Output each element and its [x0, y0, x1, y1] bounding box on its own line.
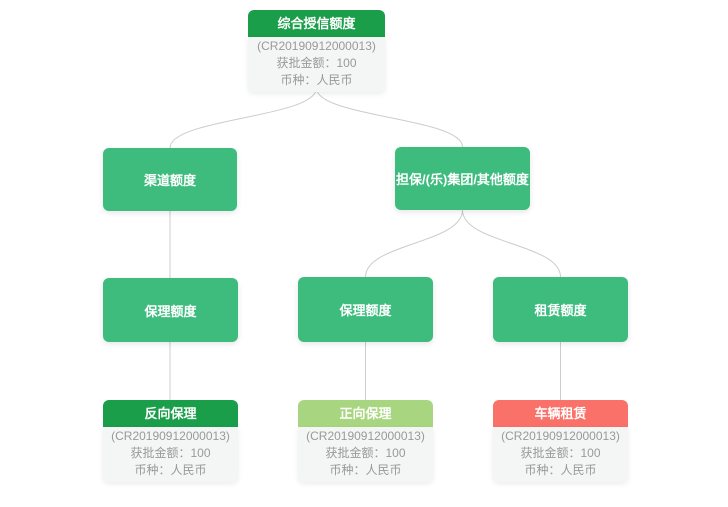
node-detail: (CR20190912000013) 获批金额：100 币种：人民币 — [298, 427, 433, 482]
node-code: (CR20190912000013) — [111, 429, 230, 443]
node-title: 保理额度 — [144, 303, 197, 319]
node-factoring-limit-left[interactable]: 保理额度 — [103, 278, 238, 342]
node-code: (CR20190912000013) — [306, 429, 425, 443]
node-currency: 币种：人民币 — [524, 463, 597, 477]
node-title: 综合授信额度 — [248, 10, 385, 37]
node-approved-amount: 获批金额：100 — [325, 446, 406, 460]
node-leasing-limit[interactable]: 租赁额度 — [493, 277, 628, 342]
node-title: 渠道额度 — [143, 173, 196, 188]
node-approved-amount: 获批金额：100 — [130, 446, 211, 460]
edge-guarantee-factoring — [365, 209, 463, 278]
node-code: (CR20190912000013) — [257, 39, 376, 53]
node-currency: 币种：人民币 — [329, 463, 402, 477]
node-reverse-factoring[interactable]: 反向保理 (CR20190912000013) 获批金额：100 币种：人民币 — [103, 400, 238, 482]
node-title: 反向保理 — [103, 400, 238, 427]
node-factoring-limit-mid[interactable]: 保理额度 — [298, 277, 433, 342]
node-currency: 币种：人民币 — [280, 73, 353, 87]
node-forward-factoring[interactable]: 正向保理 (CR20190912000013) 获批金额：100 币种：人民币 — [298, 400, 433, 482]
edge-guarantee-leasing — [462, 209, 561, 278]
edge-root-channel — [169, 87, 317, 149]
node-detail: (CR20190912000013) 获批金额：100 币种：人民币 — [103, 427, 238, 482]
node-title: 车辆租赁 — [493, 400, 628, 427]
node-title: 保理额度 — [339, 303, 392, 318]
node-currency: 币种：人民币 — [134, 463, 207, 477]
node-title: 担保/(乐)集团/其他额度 — [396, 172, 529, 187]
node-guarantee-group-limit[interactable]: 担保/(乐)集团/其他额度 — [395, 147, 530, 210]
node-approved-amount: 获批金额：100 — [276, 56, 357, 70]
node-detail: (CR20190912000013) 获批金额：100 币种：人民币 — [248, 37, 385, 92]
node-code: (CR20190912000013) — [501, 429, 620, 443]
edge-root-guarantee — [316, 87, 463, 148]
node-approved-amount: 获批金额：100 — [520, 446, 601, 460]
node-title: 租赁额度 — [534, 303, 587, 318]
node-vehicle-leasing[interactable]: 车辆租赁 (CR20190912000013) 获批金额：100 币种：人民币 — [493, 400, 628, 482]
node-channel-limit[interactable]: 渠道额度 — [103, 148, 237, 211]
node-title: 正向保理 — [298, 400, 433, 427]
node-root[interactable]: 综合授信额度 (CR20190912000013) 获批金额：100 币种：人民… — [248, 10, 385, 92]
node-detail: (CR20190912000013) 获批金额：100 币种：人民币 — [493, 427, 628, 482]
